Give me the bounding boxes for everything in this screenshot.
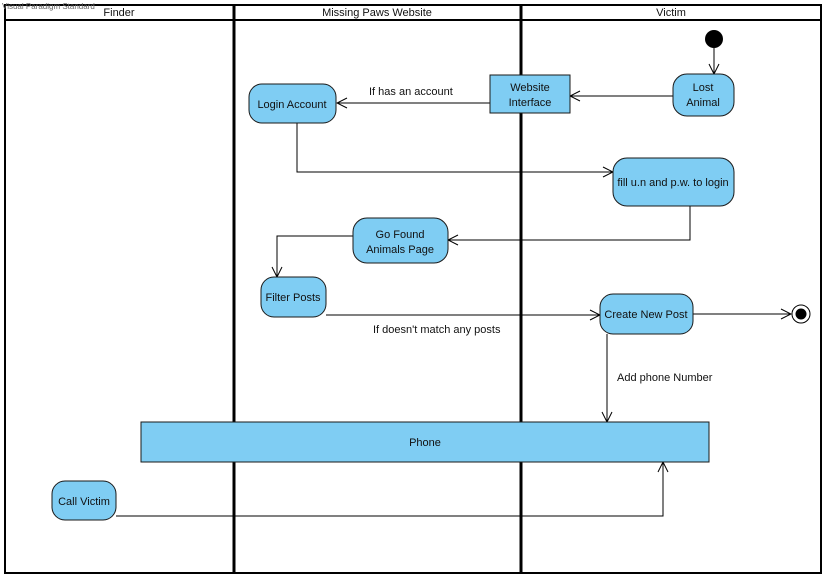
edge-login-fill (296, 123, 613, 172)
lane-victim: Victim (656, 7, 686, 19)
node-go-found-animals[interactable]: Go Found Animals Page (352, 217, 449, 264)
node-text: Animals Page (366, 244, 434, 256)
edge-call-phone (116, 462, 663, 517)
node-login-account[interactable]: Login Account (248, 83, 337, 124)
edge-label-add-phone: Add phone Number (617, 372, 713, 384)
node-text: fill u.n and p.w. to login (617, 177, 728, 189)
swimlane-frame (4, 4, 822, 574)
node-text: Website (510, 82, 550, 94)
node-call-victim[interactable]: Call Victim (51, 480, 117, 521)
node-website-interface[interactable]: Website Interface (489, 74, 571, 114)
lane-website: Missing Paws Website (322, 7, 432, 19)
final-node[interactable] (791, 304, 811, 324)
node-text: Go Found (376, 229, 425, 241)
node-phone[interactable]: Phone (140, 421, 710, 463)
node-text: Interface (509, 97, 552, 109)
edge-label-has-account: If has an account (369, 86, 453, 98)
node-text: Phone (409, 437, 441, 449)
node-text: Call Victim (58, 496, 110, 508)
edges (116, 48, 791, 517)
edge-fill-gofound (448, 206, 691, 240)
lane-finder: Finder (103, 7, 135, 19)
edge-gofound-filter (277, 235, 353, 277)
node-text: Login Account (257, 99, 326, 111)
node-lost-animal[interactable]: Lost Animal (672, 73, 735, 117)
node-text: Create New Post (604, 309, 687, 321)
node-filter-posts[interactable]: Filter Posts (260, 276, 327, 318)
node-text: Animal (686, 97, 720, 109)
edge-label-no-match: If doesn't match any posts (373, 324, 501, 336)
initial-node[interactable] (705, 30, 723, 48)
node-text: Lost (693, 82, 714, 94)
watermark: Visual Paradigm Standard (2, 2, 95, 11)
node-text: Filter Posts (265, 292, 321, 304)
node-create-new-post[interactable]: Create New Post (599, 293, 694, 335)
node-fill-login[interactable]: fill u.n and p.w. to login (612, 157, 735, 207)
